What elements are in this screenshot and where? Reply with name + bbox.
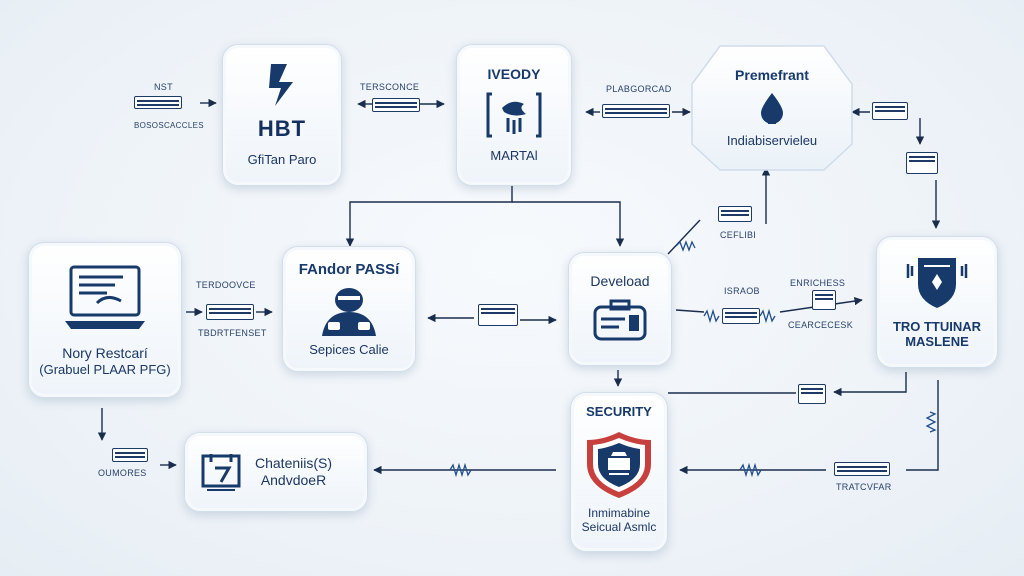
label-traptcvfar: TRATCVFAR bbox=[836, 482, 892, 492]
label-cearcecesk: CEARCECESK bbox=[788, 320, 854, 330]
label-terdconce: TERSCONCE bbox=[360, 82, 420, 92]
node-chatenies-title: Chateniis(S) bbox=[255, 455, 333, 472]
label-ceflibi: CEFLIBI bbox=[720, 230, 757, 240]
mini-doc-icon bbox=[872, 102, 908, 120]
node-tro-subtitle: MASLENE bbox=[905, 334, 969, 349]
node-nory[interactable]: Nory Restcarí (Grabuel PLAAR PFG) bbox=[28, 242, 182, 398]
node-fandor-subtitle: Sepices Calie bbox=[309, 341, 389, 357]
node-premefrant-subtitle: Indiabiservieleu bbox=[726, 133, 818, 149]
node-premefrant[interactable]: Premefrant Indiabiservieleu bbox=[690, 44, 854, 172]
label-plabgorcad: PLABGORCAD bbox=[606, 84, 672, 94]
hbt-logo-icon bbox=[265, 62, 299, 108]
mini-doc-icon bbox=[906, 152, 938, 174]
mini-doc-icon bbox=[602, 104, 670, 118]
mini-doc-icon bbox=[372, 98, 420, 112]
mini-doc-icon bbox=[834, 462, 890, 476]
label-enrichess: ENRICHESS bbox=[790, 278, 846, 288]
label-isrtaob: ISRAOB bbox=[724, 286, 760, 296]
node-hbt-title: HBT bbox=[257, 116, 307, 142]
node-chatenies-subtitle: AndvdoeR bbox=[260, 472, 327, 488]
node-ivedy-title: IVEODY bbox=[487, 66, 541, 83]
shield-crest-icon bbox=[906, 254, 968, 310]
label-outmores: OUMORES bbox=[98, 468, 147, 478]
node-chatenies[interactable]: Chateniis(S) AndvdoeR bbox=[184, 432, 368, 512]
label-terdoovce: TERDOOVCE bbox=[196, 280, 256, 290]
laptop-icon bbox=[63, 263, 147, 333]
mini-doc-icon bbox=[722, 308, 760, 324]
mini-doc-icon bbox=[718, 206, 752, 222]
security-shield-icon bbox=[583, 430, 655, 500]
node-tro[interactable]: TRO TTUINAR MASLENE bbox=[876, 236, 998, 368]
node-ivedy-subtitle: MARTAl bbox=[490, 148, 538, 164]
drop-emblem-icon bbox=[757, 91, 787, 125]
mini-doc-icon bbox=[134, 96, 182, 109]
node-security-line1: Inmimabine bbox=[587, 505, 651, 520]
node-nory-title: Nory Restcarí bbox=[62, 344, 148, 361]
team-people-icon bbox=[316, 284, 382, 336]
label-tbdrtfenset: TBDRTFENSET bbox=[198, 328, 267, 338]
mini-doc-icon bbox=[206, 304, 254, 320]
node-hbt[interactable]: HBT GfiTan Paro bbox=[222, 44, 342, 186]
node-chatenies-text: Chateniis(S) AndvdoeR bbox=[255, 455, 332, 489]
node-fandor-title: FAndor PASSí bbox=[298, 260, 400, 278]
node-deveload[interactable]: Deveload bbox=[568, 252, 672, 366]
mini-doc-icon bbox=[798, 384, 826, 404]
node-security[interactable]: SECURITY Inmimabine Seicual Asmlc bbox=[570, 392, 668, 552]
node-hbt-subtitle: GfiTan Paro bbox=[247, 152, 317, 168]
mini-doc-icon bbox=[478, 304, 518, 326]
node-deveload-title: Deveload bbox=[590, 272, 650, 289]
server-device-icon bbox=[589, 299, 651, 345]
node-security-title: SECURITY bbox=[586, 404, 652, 419]
label-nst: NST bbox=[154, 82, 173, 92]
node-ivedy[interactable]: IVEODY MARTAl bbox=[456, 44, 572, 186]
mini-doc-icon bbox=[112, 448, 148, 462]
mini-doc-icon bbox=[812, 290, 836, 310]
node-tro-title: TRO TTUINAR bbox=[892, 319, 982, 335]
node-premefrant-title: Premefrant bbox=[735, 67, 809, 84]
node-nory-subtitle: (Grabuel PLAAR PFG) bbox=[39, 361, 171, 377]
node-security-line2: Seicual Asmlc bbox=[581, 520, 657, 535]
label-nst-sub: BOSOSCACCLES bbox=[134, 121, 204, 130]
bird-emblem-icon bbox=[486, 90, 542, 140]
checklist-icon bbox=[199, 452, 243, 492]
node-fandor[interactable]: FAndor PASSí Sepices Calie bbox=[282, 246, 416, 372]
